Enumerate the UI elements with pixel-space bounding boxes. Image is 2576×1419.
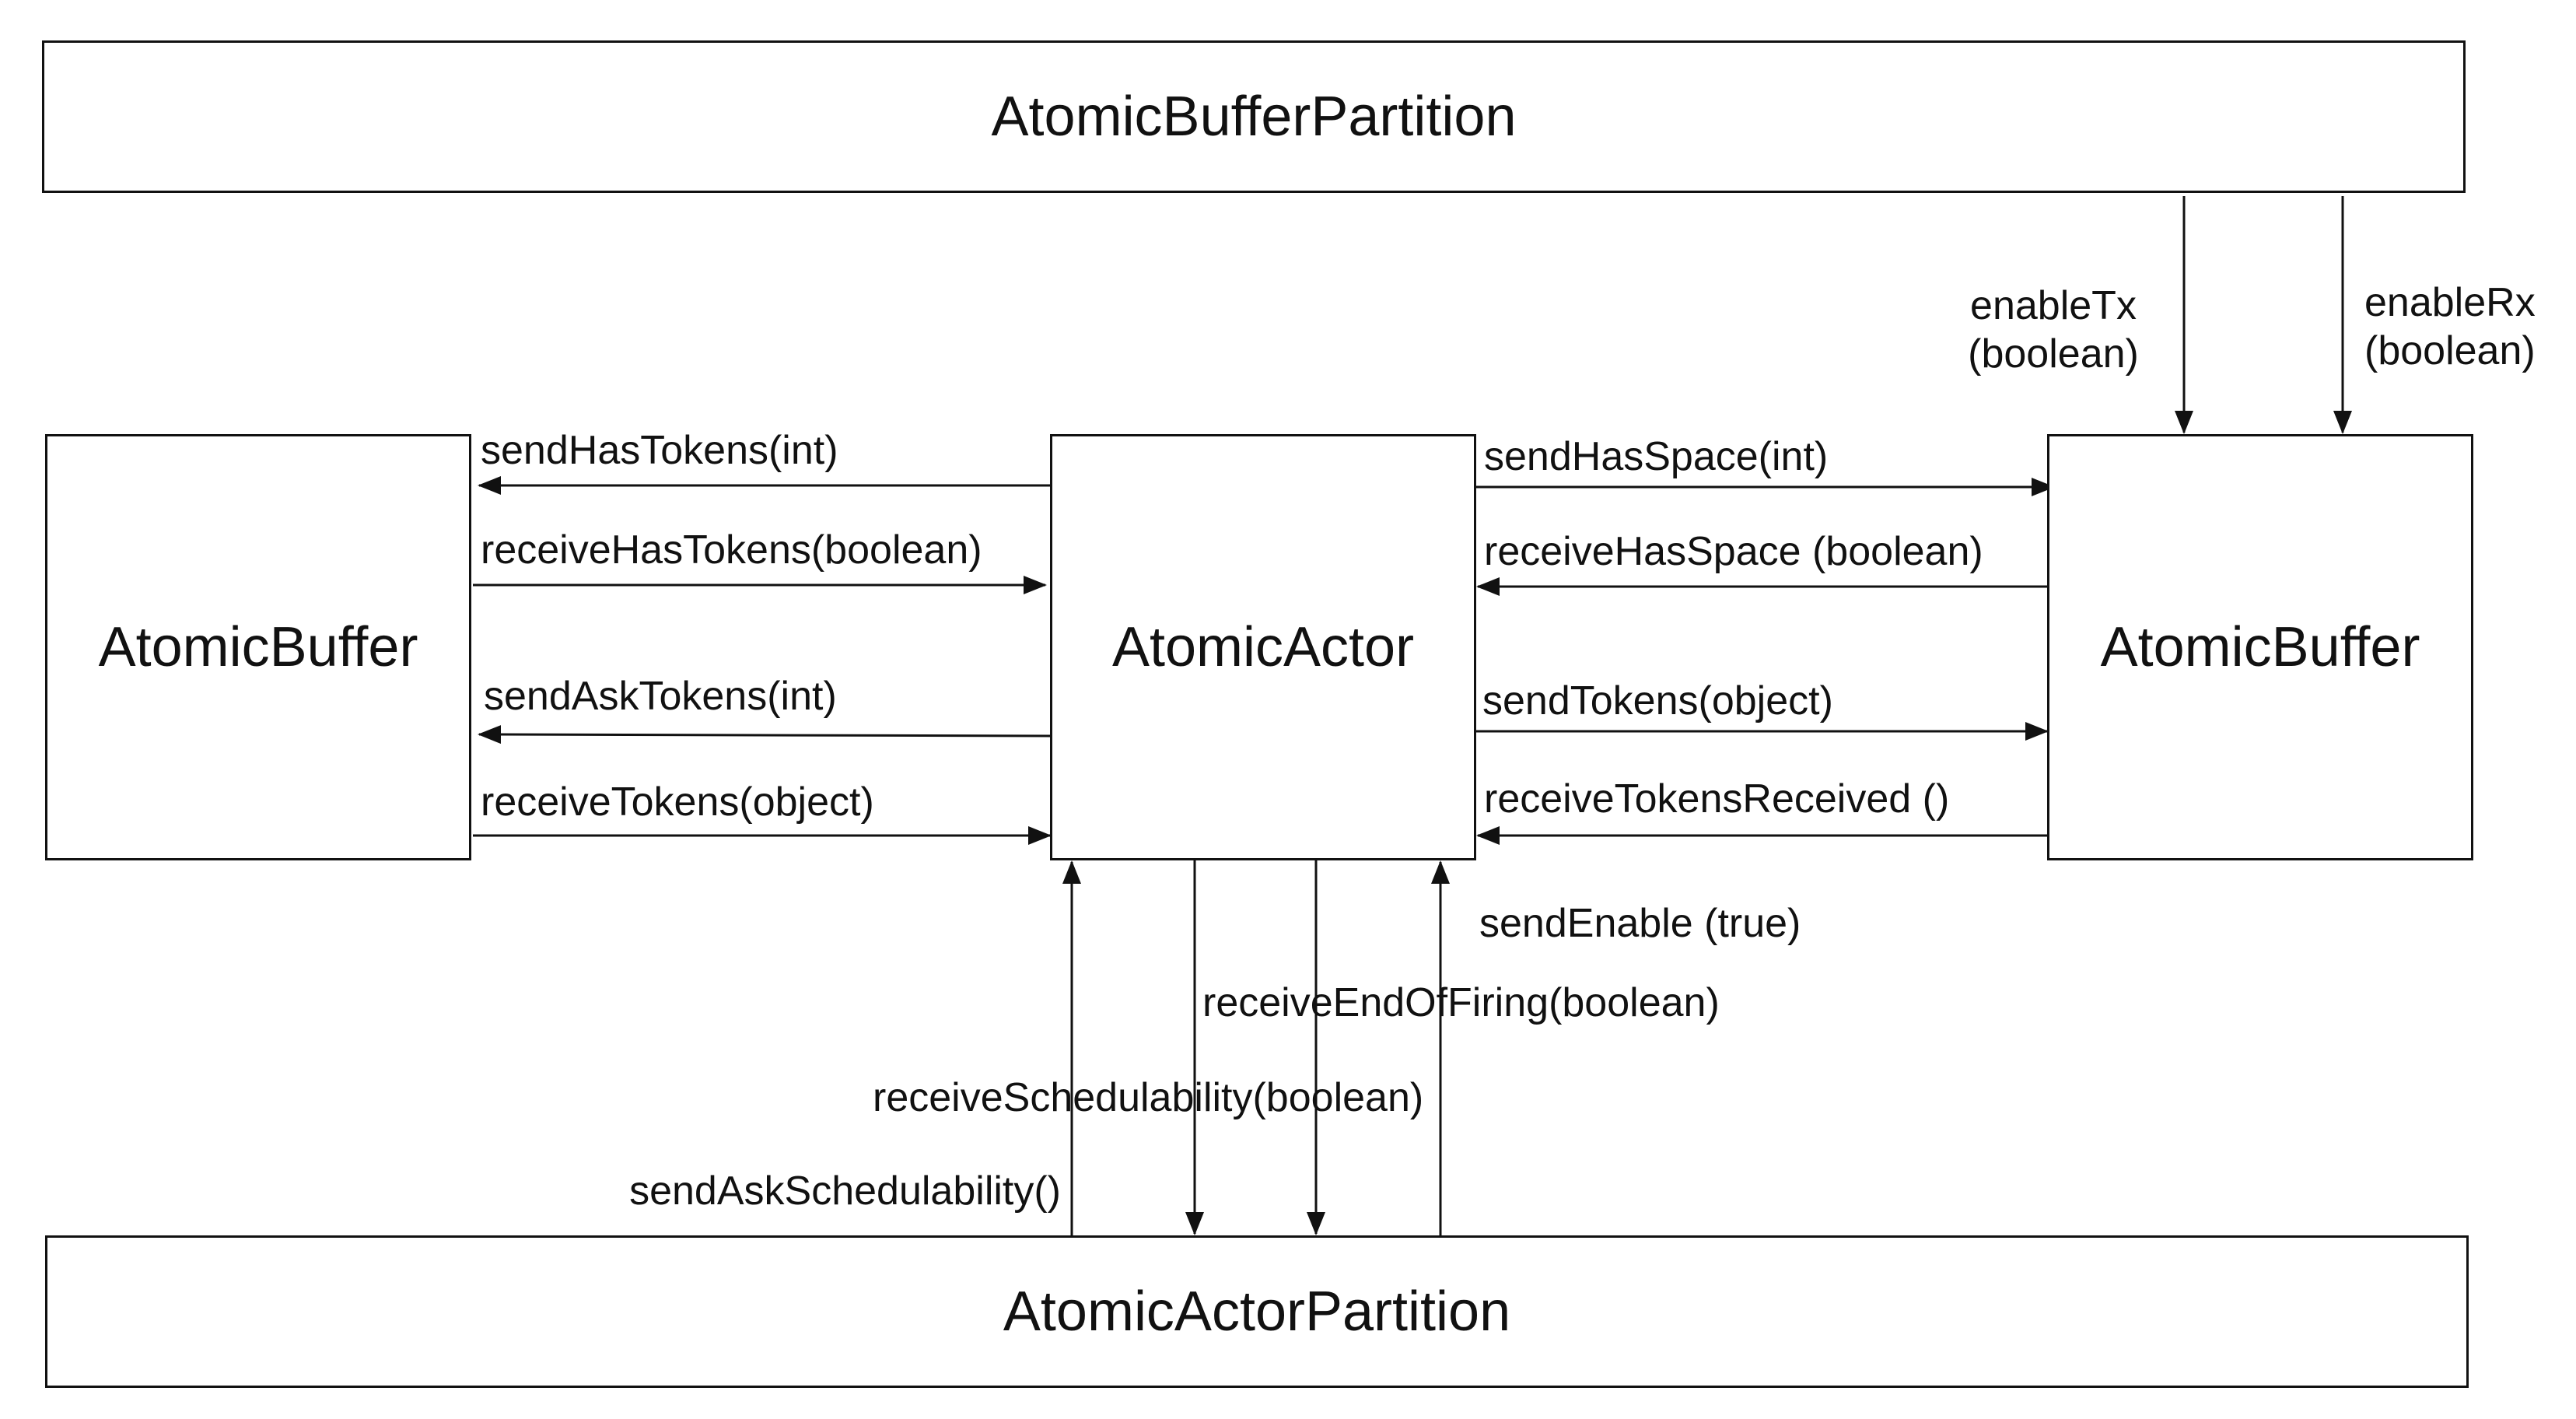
atomic-actor-title: AtomicActor (1111, 616, 1415, 678)
receive-tokens-label: receiveTokens(object) (481, 780, 874, 825)
right-atomic-buffer-block: AtomicBuffer (2047, 434, 2473, 860)
atomic-actor-block: AtomicActor (1050, 434, 1476, 860)
receive-schedulability-label: receiveSchedulability(boolean) (873, 1075, 1424, 1120)
enable-tx-name: enableTx (1970, 283, 2137, 328)
right-atomic-buffer-title: AtomicBuffer (2100, 616, 2420, 678)
enable-rx-label: enableRx (boolean) (2364, 279, 2567, 376)
enable-rx-name: enableRx (2364, 280, 2536, 325)
send-enable-label: sendEnable (true) (1479, 901, 1801, 946)
send-tokens-label: sendTokens(object) (1482, 678, 1833, 724)
left-atomic-buffer-block: AtomicBuffer (45, 434, 471, 860)
receive-has-tokens-label: receiveHasTokens(boolean) (481, 527, 982, 573)
send-ask-schedulability-label: sendAskSchedulability() (629, 1168, 1061, 1214)
enable-tx-label: enableTx (boolean) (1937, 282, 2170, 379)
atomic-actor-partition-title: AtomicActorPartition (1003, 1281, 1511, 1343)
atomic-buffer-partition-title: AtomicBufferPartition (991, 86, 1517, 148)
receive-has-space-label: receiveHasSpace (boolean) (1484, 529, 1983, 574)
atomic-actor-partition-block: AtomicActorPartition (45, 1235, 2469, 1388)
enable-rx-type: (boolean) (2364, 328, 2536, 374)
left-atomic-buffer-title: AtomicBuffer (98, 616, 418, 678)
receive-end-of-firing-label: receiveEndOfFiring(boolean) (1202, 980, 1720, 1025)
send-has-space-label: sendHasSpace(int) (1484, 434, 1829, 479)
enable-tx-type: (boolean) (1968, 331, 2139, 377)
send-ask-tokens-arrow (478, 725, 1054, 745)
receive-tokens-received-label: receiveTokensReceived () (1484, 776, 1950, 822)
send-ask-tokens-label: sendAskTokens(int) (484, 674, 837, 719)
send-has-tokens-label: sendHasTokens(int) (481, 428, 838, 473)
atomic-buffer-partition-block: AtomicBufferPartition (42, 40, 2466, 193)
